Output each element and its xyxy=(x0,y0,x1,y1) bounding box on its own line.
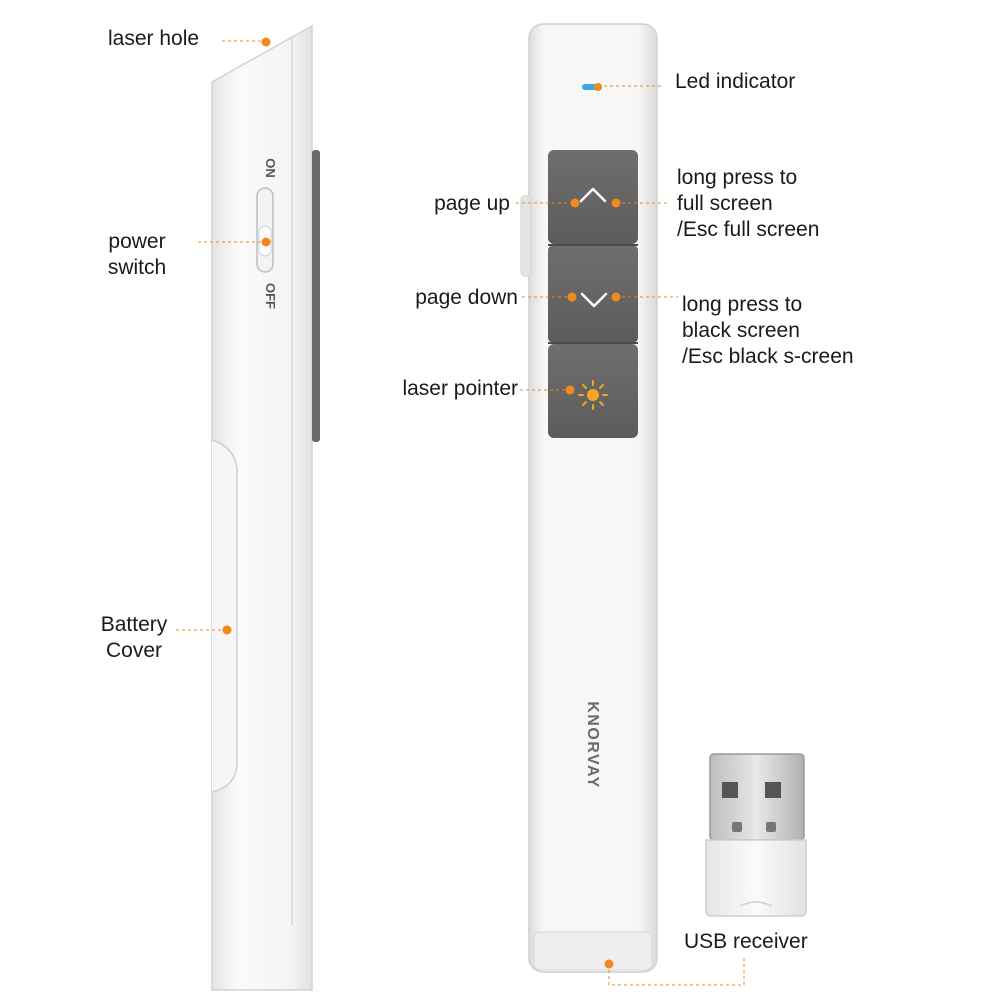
chevron-down-icon xyxy=(580,292,608,308)
front-side-bump xyxy=(520,195,532,277)
label-full-line2: full screen xyxy=(677,192,773,215)
label-full-line3: /Esc full screen xyxy=(677,218,820,241)
dot-page-down xyxy=(567,292,577,302)
label-page-down: page down xyxy=(415,286,518,309)
usb-contact-hole xyxy=(732,822,742,832)
page-up-button[interactable] xyxy=(548,150,638,244)
label-power-switch-line2: switch xyxy=(107,256,167,279)
label-long-press-full: long press to full screen /Esc full scre… xyxy=(677,165,819,243)
label-full-line1: long press to xyxy=(677,166,798,189)
label-black-line2: black screen xyxy=(682,319,800,342)
label-power-switch: power switch xyxy=(100,229,174,281)
dot-usb xyxy=(604,959,614,969)
front-view: KNORVAY xyxy=(520,23,658,973)
dot-black-screen xyxy=(611,292,621,302)
usb-contact xyxy=(722,782,738,798)
chevron-up-icon xyxy=(579,187,607,203)
battery-cover[interactable] xyxy=(211,439,238,793)
label-black-line3: /Esc black s-creen xyxy=(682,345,854,368)
front-bottom-cap xyxy=(533,931,653,971)
usb-contact-hole xyxy=(766,822,776,832)
dot-page-up xyxy=(570,198,580,208)
page-down-button[interactable] xyxy=(548,246,638,342)
brand-logo-text: KNORVAY xyxy=(584,701,601,789)
dot-laser-hole xyxy=(261,37,271,47)
leader-lines xyxy=(176,40,745,986)
label-battery-cover-line2: Cover xyxy=(105,639,163,662)
side-buttons-edge xyxy=(312,150,320,442)
dot-laser-pointer xyxy=(565,385,575,395)
dot-full-screen xyxy=(611,198,621,208)
usb-receiver-body xyxy=(705,839,807,917)
label-usb-receiver: USB receiver xyxy=(684,930,808,953)
label-black-line1: long press to xyxy=(682,293,803,316)
usb-contact xyxy=(765,782,781,798)
label-long-press-black: long press to black screen /Esc black s-… xyxy=(682,292,854,370)
switch-off-text: OFF xyxy=(263,283,278,309)
label-laser-pointer: laser pointer xyxy=(402,377,518,400)
marker-dots xyxy=(222,37,621,969)
side-view: ON OFF xyxy=(211,24,320,991)
label-page-up: page up xyxy=(434,192,510,215)
sun-icon xyxy=(578,380,608,410)
usb-receiver xyxy=(705,753,807,917)
usb-receiver-notch xyxy=(739,901,773,907)
label-led-indicator: Led indicator xyxy=(675,70,796,93)
label-battery-cover: Battery Cover xyxy=(92,612,176,664)
switch-on-text: ON xyxy=(263,158,278,178)
label-laser-hole: laser hole xyxy=(108,27,200,50)
dot-battery-cover xyxy=(222,625,232,635)
dot-power-switch xyxy=(261,237,271,247)
label-battery-cover-line1: Battery xyxy=(100,613,168,636)
label-power-switch-line1: power xyxy=(108,230,166,253)
leader-usb xyxy=(608,956,745,986)
dot-led xyxy=(594,83,602,91)
